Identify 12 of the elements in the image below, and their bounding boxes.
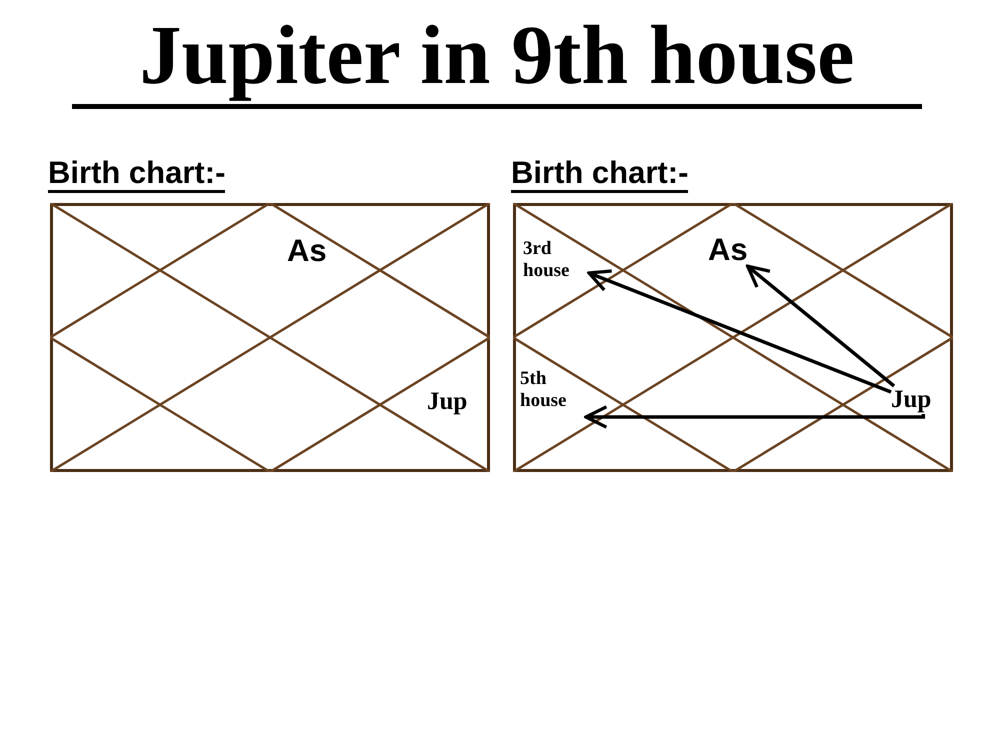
chart-heading: Birth chart:-: [48, 156, 226, 193]
planet-label: 3rd house: [523, 238, 589, 282]
planet-label: 5th house: [520, 368, 586, 424]
diagram-title: Jupiter in 9th house: [72, 8, 922, 109]
arrow: [584, 405, 926, 429]
arrow: [746, 264, 896, 388]
planet-label: As: [708, 232, 748, 268]
planet-label: Jup: [891, 386, 932, 414]
planet-label: Jup: [427, 388, 468, 416]
chart-heading: Birth chart:-: [511, 156, 688, 193]
planet-label: As: [287, 233, 327, 269]
arrow: [587, 269, 892, 394]
